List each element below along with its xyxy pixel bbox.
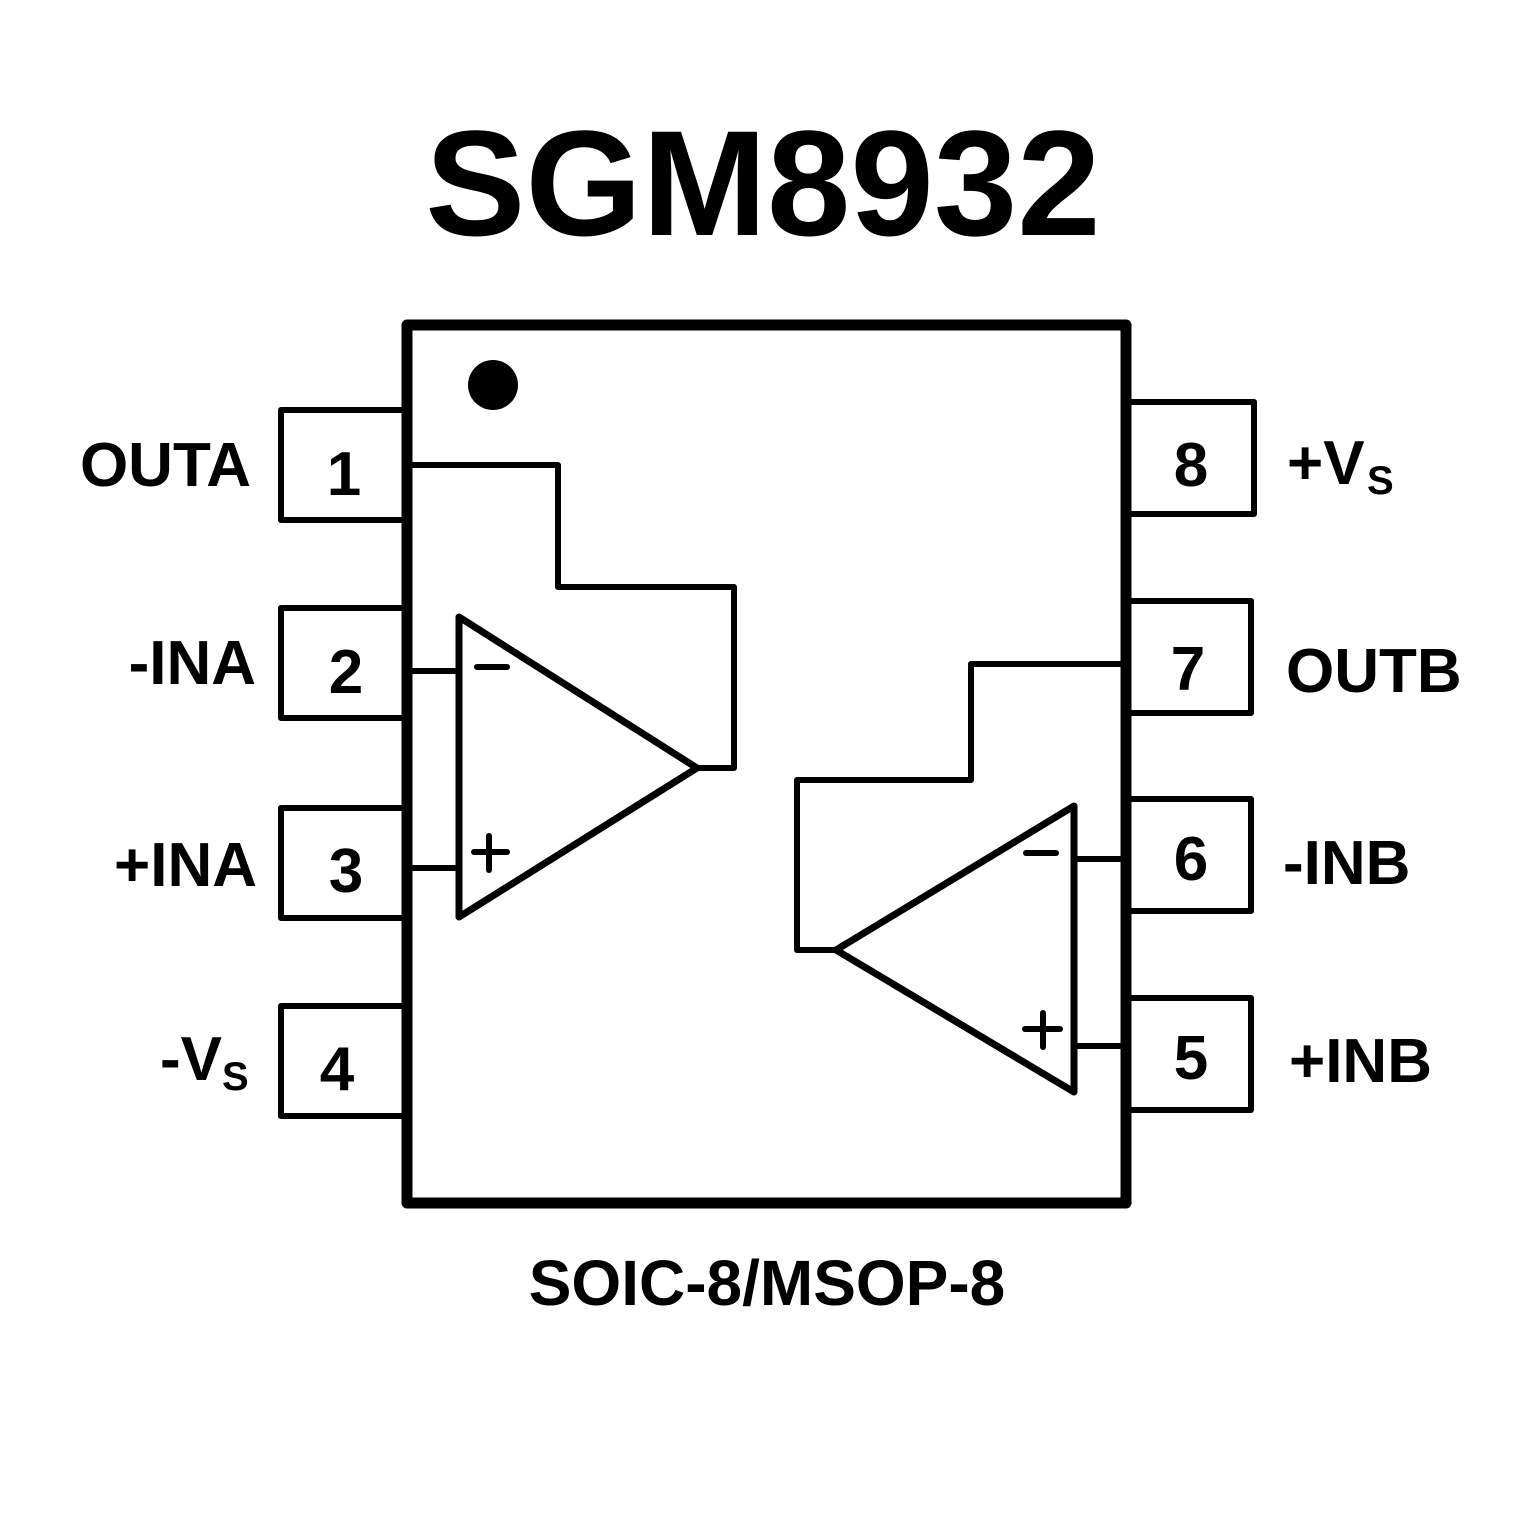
pin-4-label: -V: [160, 1025, 222, 1094]
opamp-a-triangle: [455, 613, 701, 921]
ic-body: [401, 319, 1132, 1209]
opamp-b-triangle: [832, 802, 1078, 1096]
pin-5-label: +INB: [1289, 1027, 1432, 1096]
opamp-b-feedback-wire: [794, 661, 1124, 953]
opamp-a-plus-icon: [471, 833, 510, 873]
pin-5-number: 5: [1174, 1024, 1208, 1093]
opamp-a-feedback-wire: [409, 462, 737, 771]
pin-8-label-subscript: S: [1367, 459, 1394, 503]
pin-7-label: OUTB: [1286, 637, 1462, 706]
package-label: SOIC-8/MSOP-8: [529, 1247, 1006, 1319]
pin-3-label: +INA: [114, 831, 257, 900]
pin-6-label: -INB: [1283, 829, 1410, 898]
pin-8-number: 8: [1174, 431, 1208, 500]
pin-1-box: [278, 407, 408, 523]
chip-title: SGM8932: [425, 99, 1100, 267]
pin-4-number: 4: [320, 1035, 355, 1104]
pin-2-number: 2: [329, 638, 363, 707]
pin-1-label: OUTA: [80, 431, 251, 500]
pin-3-number: 3: [329, 837, 363, 906]
pin-8-label: +V: [1287, 429, 1365, 498]
pin1-dot-icon: [468, 360, 518, 410]
opamp-b-plus-icon: [1022, 1010, 1063, 1050]
pin-2-label: -INA: [129, 629, 256, 698]
pin-1-number: 1: [327, 440, 361, 509]
pin-2-box: [278, 605, 408, 721]
pin-8-box: [1124, 399, 1257, 517]
pin-6-number: 6: [1174, 825, 1208, 894]
pin-4-label-subscript: S: [222, 1055, 249, 1099]
pin-3-box: [278, 805, 408, 921]
pin-6-box: [1124, 796, 1254, 914]
pin-7-number: 7: [1171, 635, 1205, 704]
